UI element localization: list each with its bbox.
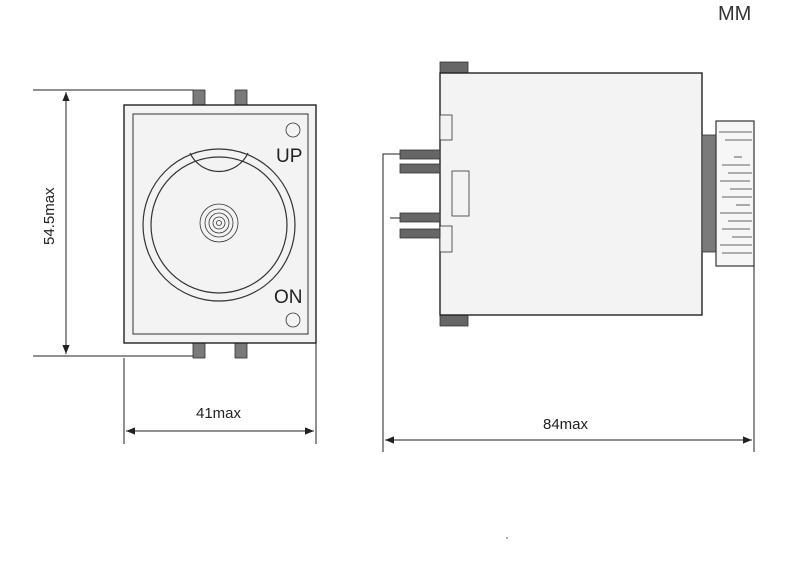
front-face (132, 113, 309, 335)
bottom-hole (285, 312, 301, 328)
depth-label: 84max (543, 416, 589, 433)
side-pin-3 (399, 212, 441, 223)
dial-outer-ring (142, 148, 296, 302)
dial-pointer (189, 152, 249, 173)
height-label: 54.5max (41, 187, 58, 245)
top-pin-left (192, 89, 206, 107)
unit-label: MM (718, 3, 751, 25)
stray-dot (506, 537, 508, 539)
dial-knob-icon (199, 203, 239, 243)
side-pin-1 (399, 149, 441, 160)
side-view: 84max (382, 61, 755, 452)
side-pin-2 (399, 163, 441, 174)
top-hole (285, 122, 301, 138)
top-flange (439, 61, 469, 74)
depth-leader-upper (382, 153, 400, 452)
bottom-flange (439, 314, 469, 327)
side-tab-lower (439, 225, 453, 253)
bottom-pin-right (234, 342, 248, 359)
dial-inner-ring (150, 156, 288, 294)
side-body (439, 72, 703, 316)
bottom-pin-left (192, 342, 206, 359)
top-pin-right (234, 89, 248, 107)
on-label: ON (274, 287, 303, 308)
side-tab-upper (439, 114, 453, 141)
side-pin-4 (399, 228, 441, 239)
front-view: UP ON 54.5max 41max (33, 89, 317, 444)
knob-side (715, 120, 755, 267)
knob-neck (701, 134, 717, 253)
knob-ridges (719, 131, 752, 254)
up-label: UP (276, 146, 302, 167)
side-window (451, 170, 470, 217)
width-label: 41max (196, 405, 242, 422)
